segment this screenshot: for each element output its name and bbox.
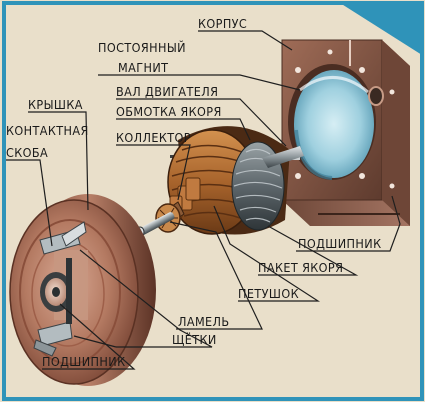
label-contact-bracket-line1: КОНТАКТНАЯ: [6, 123, 89, 138]
label-permanent-magnet-line1: ПОСТОЯННЫЙ: [98, 40, 186, 55]
frame-corner: [340, 3, 422, 55]
label-bearing-right: ПОДШИПНИК: [298, 236, 382, 251]
label-motor-shaft: ВАЛ ДВИГАТЕЛЯ: [116, 84, 219, 99]
rotor-graphic: [135, 126, 304, 238]
housing-graphic: [281, 39, 410, 226]
label-brushes: ЩЁТКИ: [172, 332, 217, 347]
label-armature-winding: ОБМОТКА ЯКОРЯ: [116, 104, 222, 119]
label-commutator: КОЛЛЕКТОР: [116, 130, 191, 145]
end-cover-graphic: [9, 194, 156, 386]
label-bearing-left: ПОДШИПНИК: [42, 354, 126, 369]
label-permanent-magnet-line2: МАГНИТ: [118, 60, 169, 75]
label-contact-bracket-line2: СКОБА: [6, 145, 49, 160]
label-korpus: КОРПУС: [198, 16, 248, 31]
label-cover: КРЫШКА: [28, 97, 83, 112]
label-riser: ПЕТУШОК: [238, 286, 299, 301]
label-lamella: ЛАМЕЛЬ: [178, 314, 230, 329]
leader-lines: [6, 30, 401, 370]
label-armature-stack: ПАКЕТ ЯКОРЯ: [258, 260, 344, 275]
